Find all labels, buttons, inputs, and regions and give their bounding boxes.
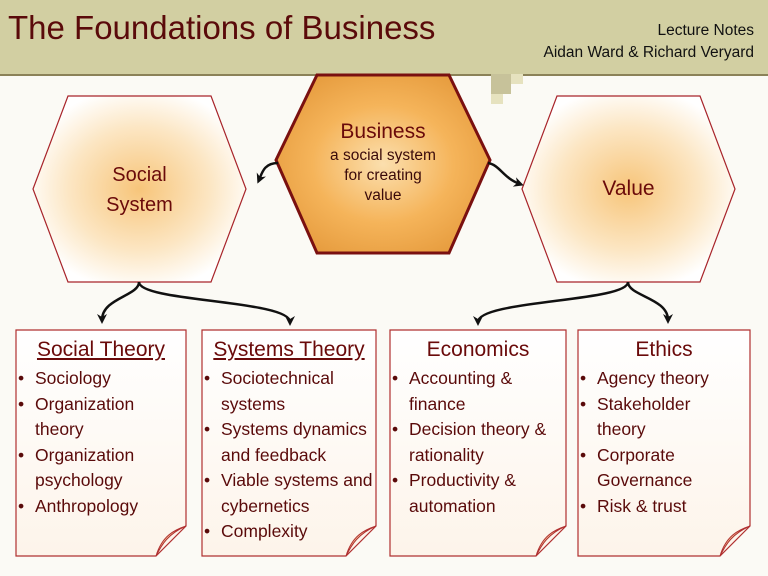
- systems-theory-list: Sociotechnical systems Systems dynamics …: [204, 366, 378, 545]
- list-item: Complexity: [204, 519, 378, 545]
- systems-theory-box: Systems Theory Sociotechnical systems Sy…: [202, 330, 376, 556]
- ethics-title: Ethics: [635, 338, 693, 361]
- social-system-label: Social System: [68, 160, 211, 220]
- economics-list: Accounting & finance Decision theory & r…: [392, 366, 560, 519]
- business-line1: a social system: [330, 147, 436, 164]
- arrow-value-to-economics: [473, 281, 630, 326]
- business-line2: for creating: [344, 167, 422, 184]
- lecture-notes-label: Lecture Notes: [657, 22, 755, 39]
- value-label: Value: [602, 177, 655, 200]
- list-item: Decision theory & rationality: [392, 417, 560, 468]
- systems-theory-title: Systems Theory: [213, 338, 365, 361]
- social-system-line2: System: [106, 194, 173, 216]
- social-theory-title: Social Theory: [36, 338, 165, 361]
- economics-box: Economics Accounting & finance Decision …: [390, 330, 566, 556]
- list-item: Stakeholder theory: [580, 392, 730, 443]
- header-corner-decoration: [491, 74, 523, 104]
- list-item: Sociotechnical systems: [204, 366, 378, 417]
- business-line3: value: [364, 187, 402, 204]
- value-hexagon: [521, 95, 736, 283]
- list-item: Organization theory: [18, 392, 184, 443]
- list-item: Risk & trust: [580, 494, 730, 520]
- header-band: [0, 0, 768, 74]
- social-theory-box: Social Theory Sociology Organization the…: [16, 330, 186, 556]
- list-item: Systems dynamics and feedback: [204, 417, 378, 468]
- list-item: Anthropology: [18, 494, 184, 520]
- arrow-social-to-systems-theory: [137, 281, 295, 326]
- list-item: Organization psychology: [18, 443, 184, 494]
- list-item: Productivity & automation: [392, 468, 560, 519]
- business-title: Business: [340, 120, 426, 143]
- list-item: Sociology: [18, 366, 184, 392]
- list-item: Corporate Governance: [580, 443, 730, 494]
- social-system-hexagon: [32, 95, 247, 283]
- page-title: The Foundations of Business: [8, 9, 436, 46]
- list-item: Agency theory: [580, 366, 730, 392]
- social-theory-list: Sociology Organization theory Organizati…: [18, 366, 184, 519]
- authors-label: Aidan Ward & Richard Veryard: [543, 44, 755, 61]
- byline: Lecture Notes Aidan Ward & Richard Verya…: [544, 20, 755, 64]
- arrow-social-to-social-theory: [97, 281, 141, 324]
- ethics-box: Ethics Agency theory Stakeholder theory …: [578, 330, 750, 556]
- arrow-value-to-ethics: [626, 281, 673, 324]
- business-label: Business a social system for creating va…: [317, 118, 449, 206]
- ethics-list: Agency theory Stakeholder theory Corpora…: [580, 366, 730, 519]
- list-item: Accounting & finance: [392, 366, 560, 417]
- arrow-business-to-social: [256, 161, 279, 184]
- economics-title: Economics: [426, 338, 530, 361]
- business-hexagon: [274, 73, 492, 255]
- list-item: Viable systems and cybernetics: [204, 468, 378, 519]
- arrow-business-to-value: [487, 161, 524, 187]
- social-system-line1: Social: [112, 164, 167, 186]
